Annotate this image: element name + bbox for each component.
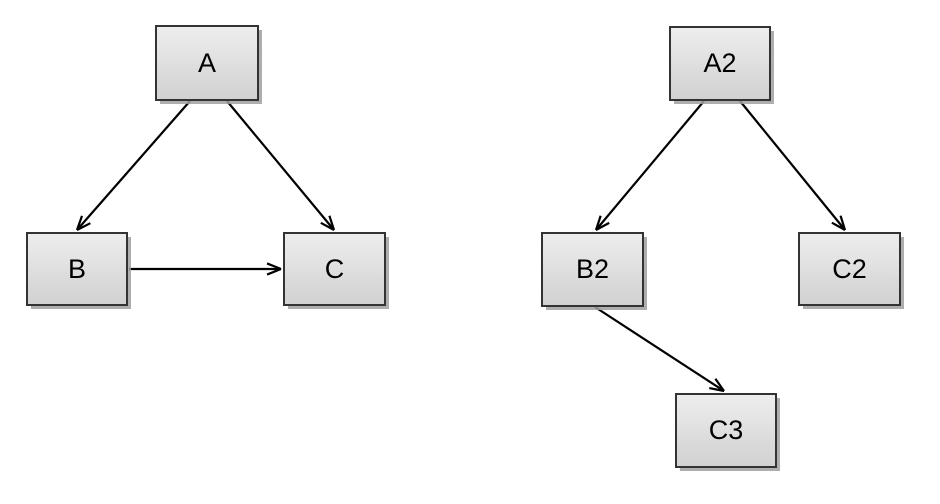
arrowhead-a2-c2-barb-0 (831, 221, 846, 231)
node-a[interactable]: A (155, 25, 259, 101)
edge-line-b2-c3 (594, 306, 725, 392)
node-b[interactable]: B (26, 232, 128, 306)
edges-group (75, 100, 847, 393)
arrowhead-a-c-barb-0 (320, 221, 335, 231)
arrowhead-b-c-barb-0 (266, 267, 282, 276)
node-label: A2 (703, 48, 737, 78)
node-c[interactable]: C (283, 232, 386, 306)
node-label: B2 (575, 254, 610, 284)
edge-line-a2-b2 (595, 100, 705, 231)
node-c3[interactable]: C3 (675, 393, 777, 468)
arrowhead-a2-b2-barb-1 (595, 221, 610, 231)
node-label: C2 (832, 253, 867, 284)
node-a2[interactable]: A2 (669, 26, 771, 101)
arrowhead-b2-c3-barb-1 (714, 378, 725, 392)
node-label: A (197, 47, 216, 78)
arrowhead-a-b-barb-0 (75, 215, 84, 231)
arrowhead-a-b-barb-1 (76, 222, 91, 231)
edge-line-a-c (226, 100, 335, 231)
arrowhead-a-c-barb-1 (328, 215, 336, 231)
arrowhead-a2-c2-barb-1 (839, 215, 847, 231)
arrowhead-b2-c3-barb-0 (709, 386, 725, 393)
arrowhead-b-c-barb-1 (266, 262, 282, 271)
edge-line-a2-c2 (739, 100, 846, 231)
node-label: B (67, 253, 86, 284)
node-c2[interactable]: C2 (798, 232, 901, 306)
edge-line-a-b (76, 100, 191, 231)
node-label: C (324, 253, 345, 284)
node-label: C3 (708, 415, 744, 445)
node-b2[interactable]: B2 (541, 232, 644, 307)
arrowhead-a2-b2-barb-0 (594, 215, 602, 231)
